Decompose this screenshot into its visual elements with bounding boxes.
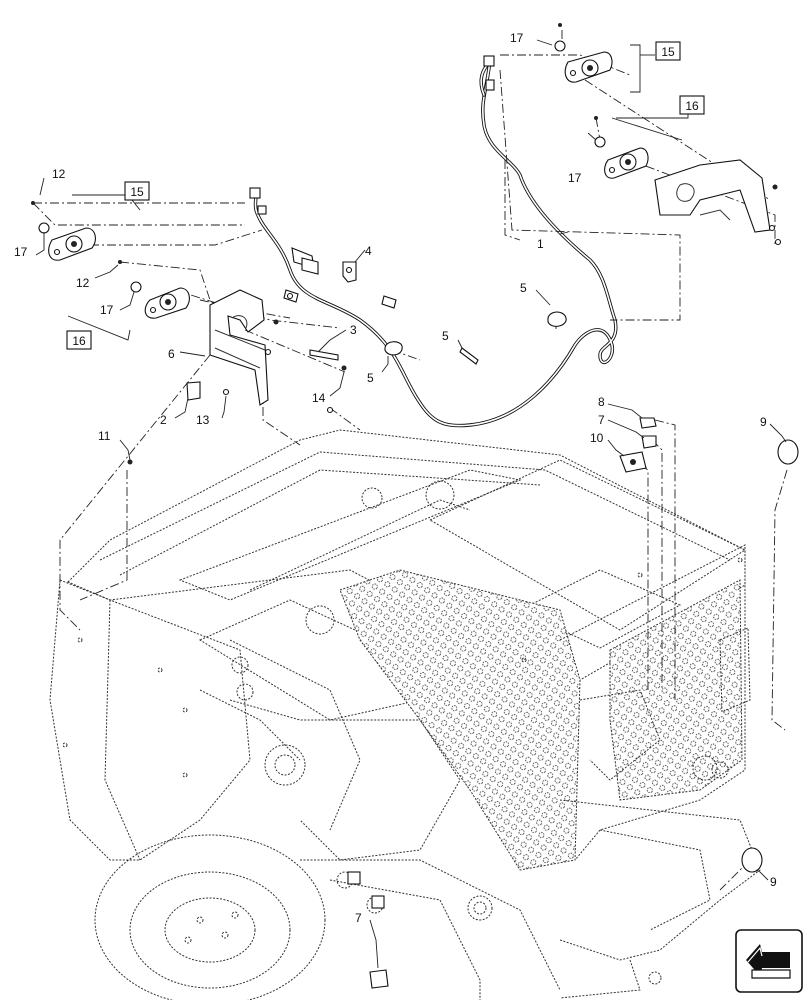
loader-body <box>49 429 761 1000</box>
callout-5: 5 <box>520 281 527 295</box>
callout-2: 2 <box>160 413 167 427</box>
callout-4: 4 <box>365 244 372 258</box>
callout-12: 12 <box>52 167 66 181</box>
leader-lines <box>35 39 787 969</box>
boxed-callout-15-top: 15 <box>655 41 681 61</box>
callout-15: 15 <box>661 45 675 59</box>
callout-8: 8 <box>598 395 605 409</box>
callout-5: 5 <box>442 329 449 343</box>
callout-10: 10 <box>590 431 604 445</box>
callout-1: 1 <box>537 237 544 251</box>
callout-15: 15 <box>130 185 144 199</box>
callout-17: 17 <box>510 31 524 45</box>
harness-connector-left <box>249 187 261 199</box>
callout-9: 9 <box>760 415 767 429</box>
callout-16: 16 <box>72 334 86 348</box>
callout-6: 6 <box>168 347 175 361</box>
callout-13: 13 <box>196 413 210 427</box>
wiring-harness <box>249 55 618 428</box>
callout-9: 9 <box>770 875 777 889</box>
boxed-callout-16-left: 16 <box>66 330 92 350</box>
callout-17: 17 <box>14 245 28 259</box>
callout-12: 12 <box>76 276 90 290</box>
boxed-callout-16-top: 16 <box>679 95 705 115</box>
callout-labels: 17 17 1 12 17 12 17 4 5 3 5 6 5 2 13 14 … <box>14 31 777 925</box>
light-assembly-upper-right <box>554 23 782 246</box>
callout-3: 3 <box>350 323 357 337</box>
lamp-nut <box>554 40 566 52</box>
callout-14: 14 <box>312 391 326 405</box>
callout-7: 7 <box>355 911 362 925</box>
callout-17: 17 <box>568 171 582 185</box>
harness-connector-top <box>483 55 495 67</box>
callout-7: 7 <box>598 413 605 427</box>
light-assembly-left <box>31 201 190 319</box>
mounting-bracket-left <box>127 289 347 465</box>
small-parts <box>347 311 799 989</box>
callout-11: 11 <box>98 429 111 443</box>
callout-16: 16 <box>685 99 699 113</box>
callout-17: 17 <box>100 303 114 317</box>
callout-5: 5 <box>367 371 374 385</box>
boxed-callout-15-left: 15 <box>124 181 150 201</box>
view-direction-arrow-icon <box>735 929 803 993</box>
